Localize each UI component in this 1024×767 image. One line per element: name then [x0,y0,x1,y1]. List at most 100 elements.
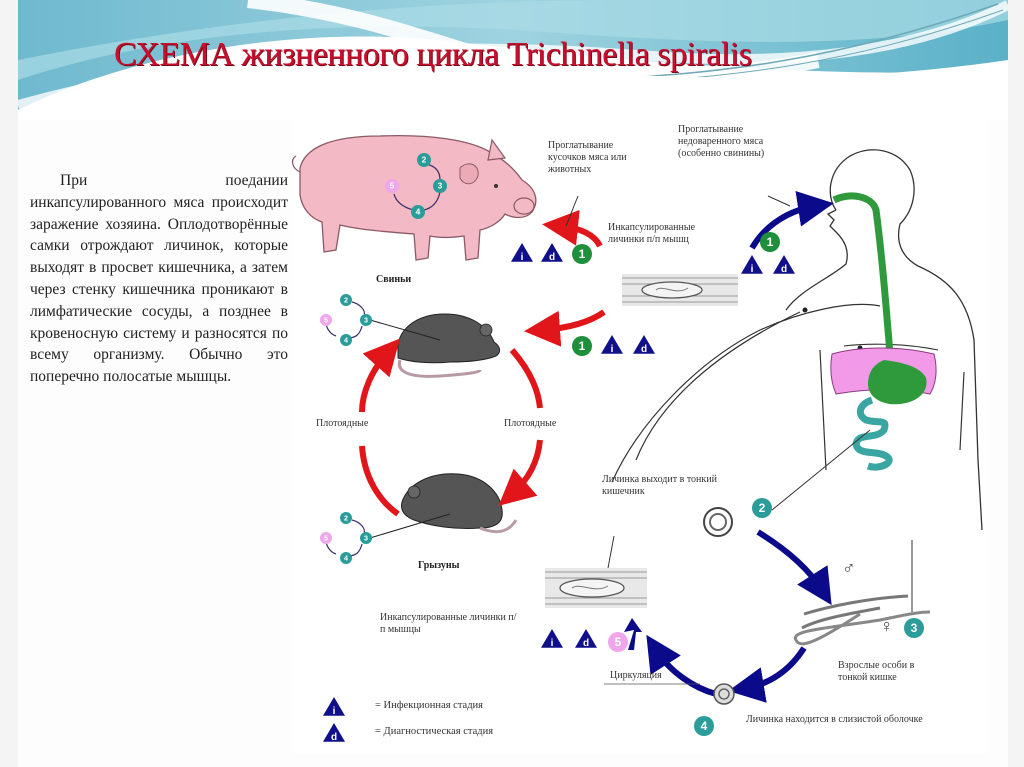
title-banner: СХЕМА жизненного цикла Trichinella spira… [18,0,1008,120]
red-arrow-to-top-rat [524,309,606,347]
label-swallow-meat-animals: Проглатывание кусочков мяса или животных [548,140,627,175]
label-adults-small-intestine: Взрослые особи в тонкой кишке [838,660,915,683]
svg-text:i: i [611,344,614,355]
label-encapsulated-bottom: Инкапсулированные личинки п/п мышцы [380,612,517,635]
arrow-up-icon [624,618,642,650]
label-circulation: Циркуляция [610,670,662,681]
svg-text:3: 3 [911,621,918,635]
svg-text:4: 4 [344,553,348,562]
human-digestive-organs [830,192,937,471]
pig-ear-front [459,163,479,185]
svg-text:1: 1 [579,247,586,261]
label-carnivores-right: Плотоядные [504,418,557,429]
triangle-diagnostic: d [773,255,795,275]
svg-text:i: i [751,264,754,275]
stage-badge-1: 1 [760,232,780,252]
triangle-infective: i [323,697,345,717]
stage-badge-4: 4 [340,334,352,346]
svg-text:1: 1 [767,235,774,249]
stage-badge-3: 3 [433,179,447,193]
stage-badge-2: 2 [752,498,772,518]
adult-worms [793,540,931,646]
pig-tail [291,155,301,173]
pointer-line-intestine [611,303,881,483]
svg-text:5: 5 [324,315,328,324]
stage-badge-1: 1 [572,336,592,356]
svg-text:i: i [551,638,554,649]
svg-text:2: 2 [344,295,348,304]
stage-badge-4: 4 [411,205,425,219]
blue-arrow-to-mucosa [728,646,807,703]
description-text: При поедании инкапсулированного мяса про… [30,172,288,386]
svg-text:d: d [549,252,555,263]
svg-text:3: 3 [364,533,368,542]
svg-text:d: d [583,638,589,649]
red-arrow-to-pig [542,209,603,248]
left-margin [0,0,18,767]
label-carnivores-left: Плотоядные [316,418,369,429]
larva-coiled [703,507,733,537]
svg-text:5: 5 [615,635,622,649]
female-symbol: ♀ [880,616,894,636]
legend-diagnostic-label: = Диагностическая стадия [375,726,494,737]
svg-text:2: 2 [759,501,766,515]
pig-ear [487,138,507,161]
label-swallow-undercooked: Проглатывание недоваренного мяса (особен… [678,124,765,159]
pointer-line-muscle [635,311,801,461]
label-pigs: Свиньи [376,274,412,285]
stage-badge-5: 5 [320,532,332,544]
stage-badge-5: 5 [320,314,332,326]
svg-text:d: d [781,264,787,275]
red-arrow-up-left [359,338,400,413]
stage-badge-2: 2 [417,153,431,167]
blue-arrow-to-adults [756,529,832,606]
triangle-diagnostic: d [323,723,345,743]
small-intestine [852,396,893,471]
triangle-infective: i [601,335,623,355]
larva-in-mucosa [713,683,735,705]
label-rodents: Грызуны [418,560,460,571]
slide-title: СХЕМА жизненного цикла Trichinella spira… [114,36,752,73]
svg-text:i: i [521,252,524,263]
male-symbol: ♂ [842,558,856,578]
triangle-infective: i [541,629,563,649]
label-larva-mucosa: Личинка находится в слизистой оболочке [746,714,923,725]
stomach [868,360,927,405]
legend-infective-label: = Инфекционная стадия [375,700,483,711]
blue-arrow-ingestion [749,190,834,250]
svg-text:4: 4 [701,719,708,733]
rat-top-illustration [397,313,501,378]
red-arrow-to-bottom-rat [498,439,543,506]
carnivore-cycle-arrows [359,209,606,517]
label-larva-small-intestine: Личинка выходит в тонкий кишечник [602,474,717,497]
pig-eye [494,184,498,188]
label-encapsulated-top: Инкапсулированные личинки п/п мышц [608,222,696,245]
svg-text:3: 3 [364,315,368,324]
stage-badge-2: 2 [340,294,352,306]
svg-text:2: 2 [344,513,348,522]
stage-badge-2: 2 [340,512,352,524]
human-silhouette [611,149,983,531]
svg-text:1: 1 [579,339,586,353]
human-cycle-arrows [646,190,834,703]
rat-bottom-illustration [401,473,518,534]
svg-text:d: d [641,344,647,355]
stage-badge-4: 4 [694,716,714,736]
triangle-diagnostic: d [633,335,655,355]
triangle-infective: i [741,255,763,275]
stage-badge-4: 4 [340,552,352,564]
triangle-diagnostic: d [541,243,563,263]
stage-badge-3: 3 [360,532,372,544]
svg-text:i: i [333,706,336,717]
right-margin [1008,0,1024,767]
stage-badge-1: 1 [572,244,592,264]
muscle-cyst-bottom [545,535,647,608]
muscle-cyst-top [622,274,738,306]
svg-text:d: d [331,732,337,743]
svg-text:5: 5 [390,181,395,191]
stage-badge-3: 3 [360,314,372,326]
triangle-diagnostic: d [575,629,597,649]
pointer-line-stage2 [771,429,871,511]
